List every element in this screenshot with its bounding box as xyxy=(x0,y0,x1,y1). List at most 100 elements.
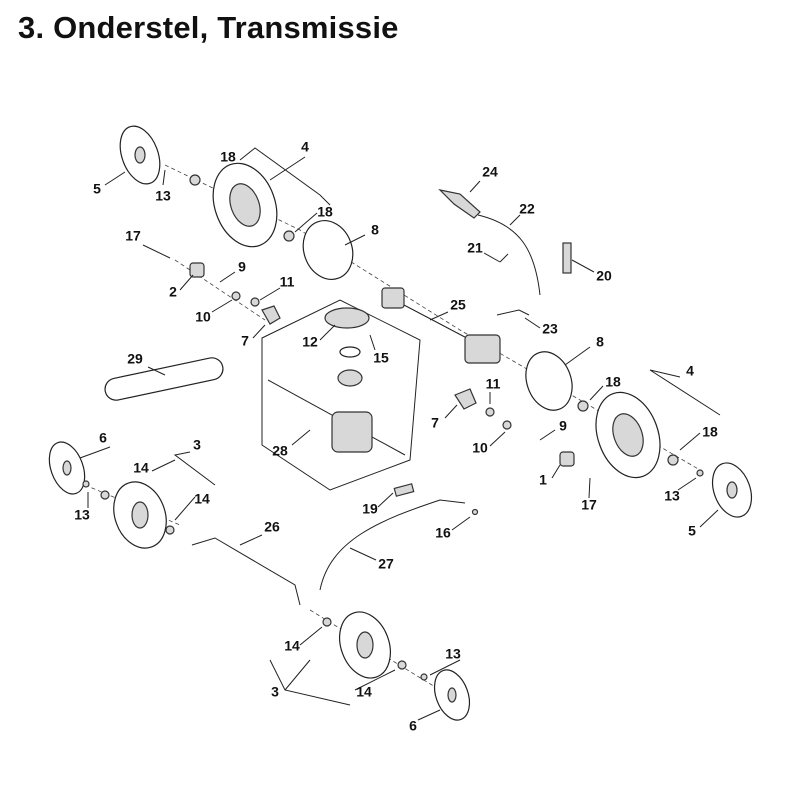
callout: 3 xyxy=(271,684,279,700)
callout: 9 xyxy=(559,418,567,434)
leader-lines xyxy=(79,147,721,721)
callout: 21 xyxy=(467,240,483,256)
callout: 11 xyxy=(280,274,295,290)
callout-labels: 5 13 18 4 18 8 17 9 2 11 10 7 12 15 29 2… xyxy=(74,139,718,734)
callout: 12 xyxy=(302,334,318,350)
cable-22 xyxy=(477,214,541,296)
callout: 7 xyxy=(431,415,439,431)
clutch xyxy=(337,369,363,387)
callout: 24 xyxy=(482,164,498,180)
callout: 20 xyxy=(596,268,612,284)
washer-10 xyxy=(502,420,512,430)
wheel-3-left xyxy=(113,481,167,549)
callout: 18 xyxy=(702,424,718,440)
callout: 4 xyxy=(301,139,309,155)
transmission-frame xyxy=(261,299,421,491)
hubcap-6-left xyxy=(48,441,86,495)
callout: 23 xyxy=(542,321,558,337)
pin-21 xyxy=(499,253,509,263)
callout: 14 xyxy=(133,460,149,476)
gear-disc-8 xyxy=(302,220,354,280)
callout: 10 xyxy=(472,440,488,456)
screw-13 xyxy=(420,673,428,681)
spring-20 xyxy=(562,242,572,274)
washer-14 xyxy=(322,617,332,627)
rod-23 xyxy=(496,309,530,316)
callout: 25 xyxy=(450,297,466,313)
callout: 27 xyxy=(378,556,394,572)
belt-29 xyxy=(104,357,224,401)
washer-14 xyxy=(397,660,407,670)
callout: 13 xyxy=(74,507,90,523)
callout: 1 xyxy=(539,472,547,488)
callout: 6 xyxy=(409,718,417,734)
callout: 5 xyxy=(93,181,101,197)
callout: 18 xyxy=(317,204,333,220)
washer-14 xyxy=(100,490,110,500)
wheel-4-right xyxy=(595,391,661,479)
bushing-1 xyxy=(559,451,575,467)
hubcap-5-right xyxy=(711,462,753,518)
bushing-2 xyxy=(189,262,205,278)
page-title: 3. Onderstel, Transmissie xyxy=(18,10,399,45)
callout: 14 xyxy=(194,491,210,507)
washer-14 xyxy=(165,525,175,535)
callout: 15 xyxy=(373,350,389,366)
washer-18 xyxy=(667,454,679,466)
lever-27 xyxy=(319,499,466,591)
washer-10 xyxy=(231,291,241,301)
screw-13 xyxy=(696,469,704,477)
callout: 13 xyxy=(155,188,171,204)
washer-11 xyxy=(485,407,495,417)
callout: 28 xyxy=(272,443,288,459)
lever-24 xyxy=(438,189,481,219)
gearbox-28 xyxy=(331,411,373,453)
washer-11 xyxy=(250,297,260,307)
callout: 18 xyxy=(605,374,621,390)
callout: 7 xyxy=(241,333,249,349)
pin-16 xyxy=(471,508,479,516)
callout: 26 xyxy=(264,519,280,535)
callout: 16 xyxy=(435,525,451,541)
pinion-7-right xyxy=(454,388,477,410)
washer-18 xyxy=(189,174,201,186)
bracket xyxy=(381,287,405,309)
callout: 19 xyxy=(362,501,378,517)
gear-housing xyxy=(464,334,501,364)
axis-line xyxy=(174,259,266,321)
callout: 13 xyxy=(445,646,461,662)
wheel-4-left xyxy=(212,162,278,248)
callout: 3 xyxy=(193,437,201,453)
callout: 18 xyxy=(220,149,236,165)
callout: 13 xyxy=(664,488,680,504)
callout: 29 xyxy=(127,351,143,367)
callout: 14 xyxy=(284,638,300,654)
wheel-3-bottom xyxy=(339,611,391,679)
callout: 5 xyxy=(688,523,696,539)
grip-19 xyxy=(393,483,415,497)
callout: 2 xyxy=(169,284,177,300)
callout: 6 xyxy=(99,430,107,446)
screw-13 xyxy=(82,480,90,488)
callout: 8 xyxy=(371,222,379,238)
washer-18 xyxy=(577,400,589,412)
bearing xyxy=(339,346,361,358)
callout: 17 xyxy=(125,228,141,244)
callout: 10 xyxy=(195,309,211,325)
callout: 4 xyxy=(686,363,694,379)
pulley-12 xyxy=(324,307,370,329)
callout: 8 xyxy=(596,334,604,350)
callout: 17 xyxy=(581,497,597,513)
axis-line xyxy=(309,609,441,691)
washer-18 xyxy=(283,230,295,242)
hubcap-6-bottom xyxy=(433,669,471,721)
hubcap-5-left xyxy=(119,125,161,185)
callout: 22 xyxy=(519,201,535,217)
axis-line xyxy=(164,164,701,471)
callout: 14 xyxy=(356,684,372,700)
callout: 9 xyxy=(238,259,246,275)
front-axle-26 xyxy=(191,537,301,606)
gear-disc-8-right xyxy=(525,351,573,411)
pinion-7 xyxy=(261,305,281,325)
